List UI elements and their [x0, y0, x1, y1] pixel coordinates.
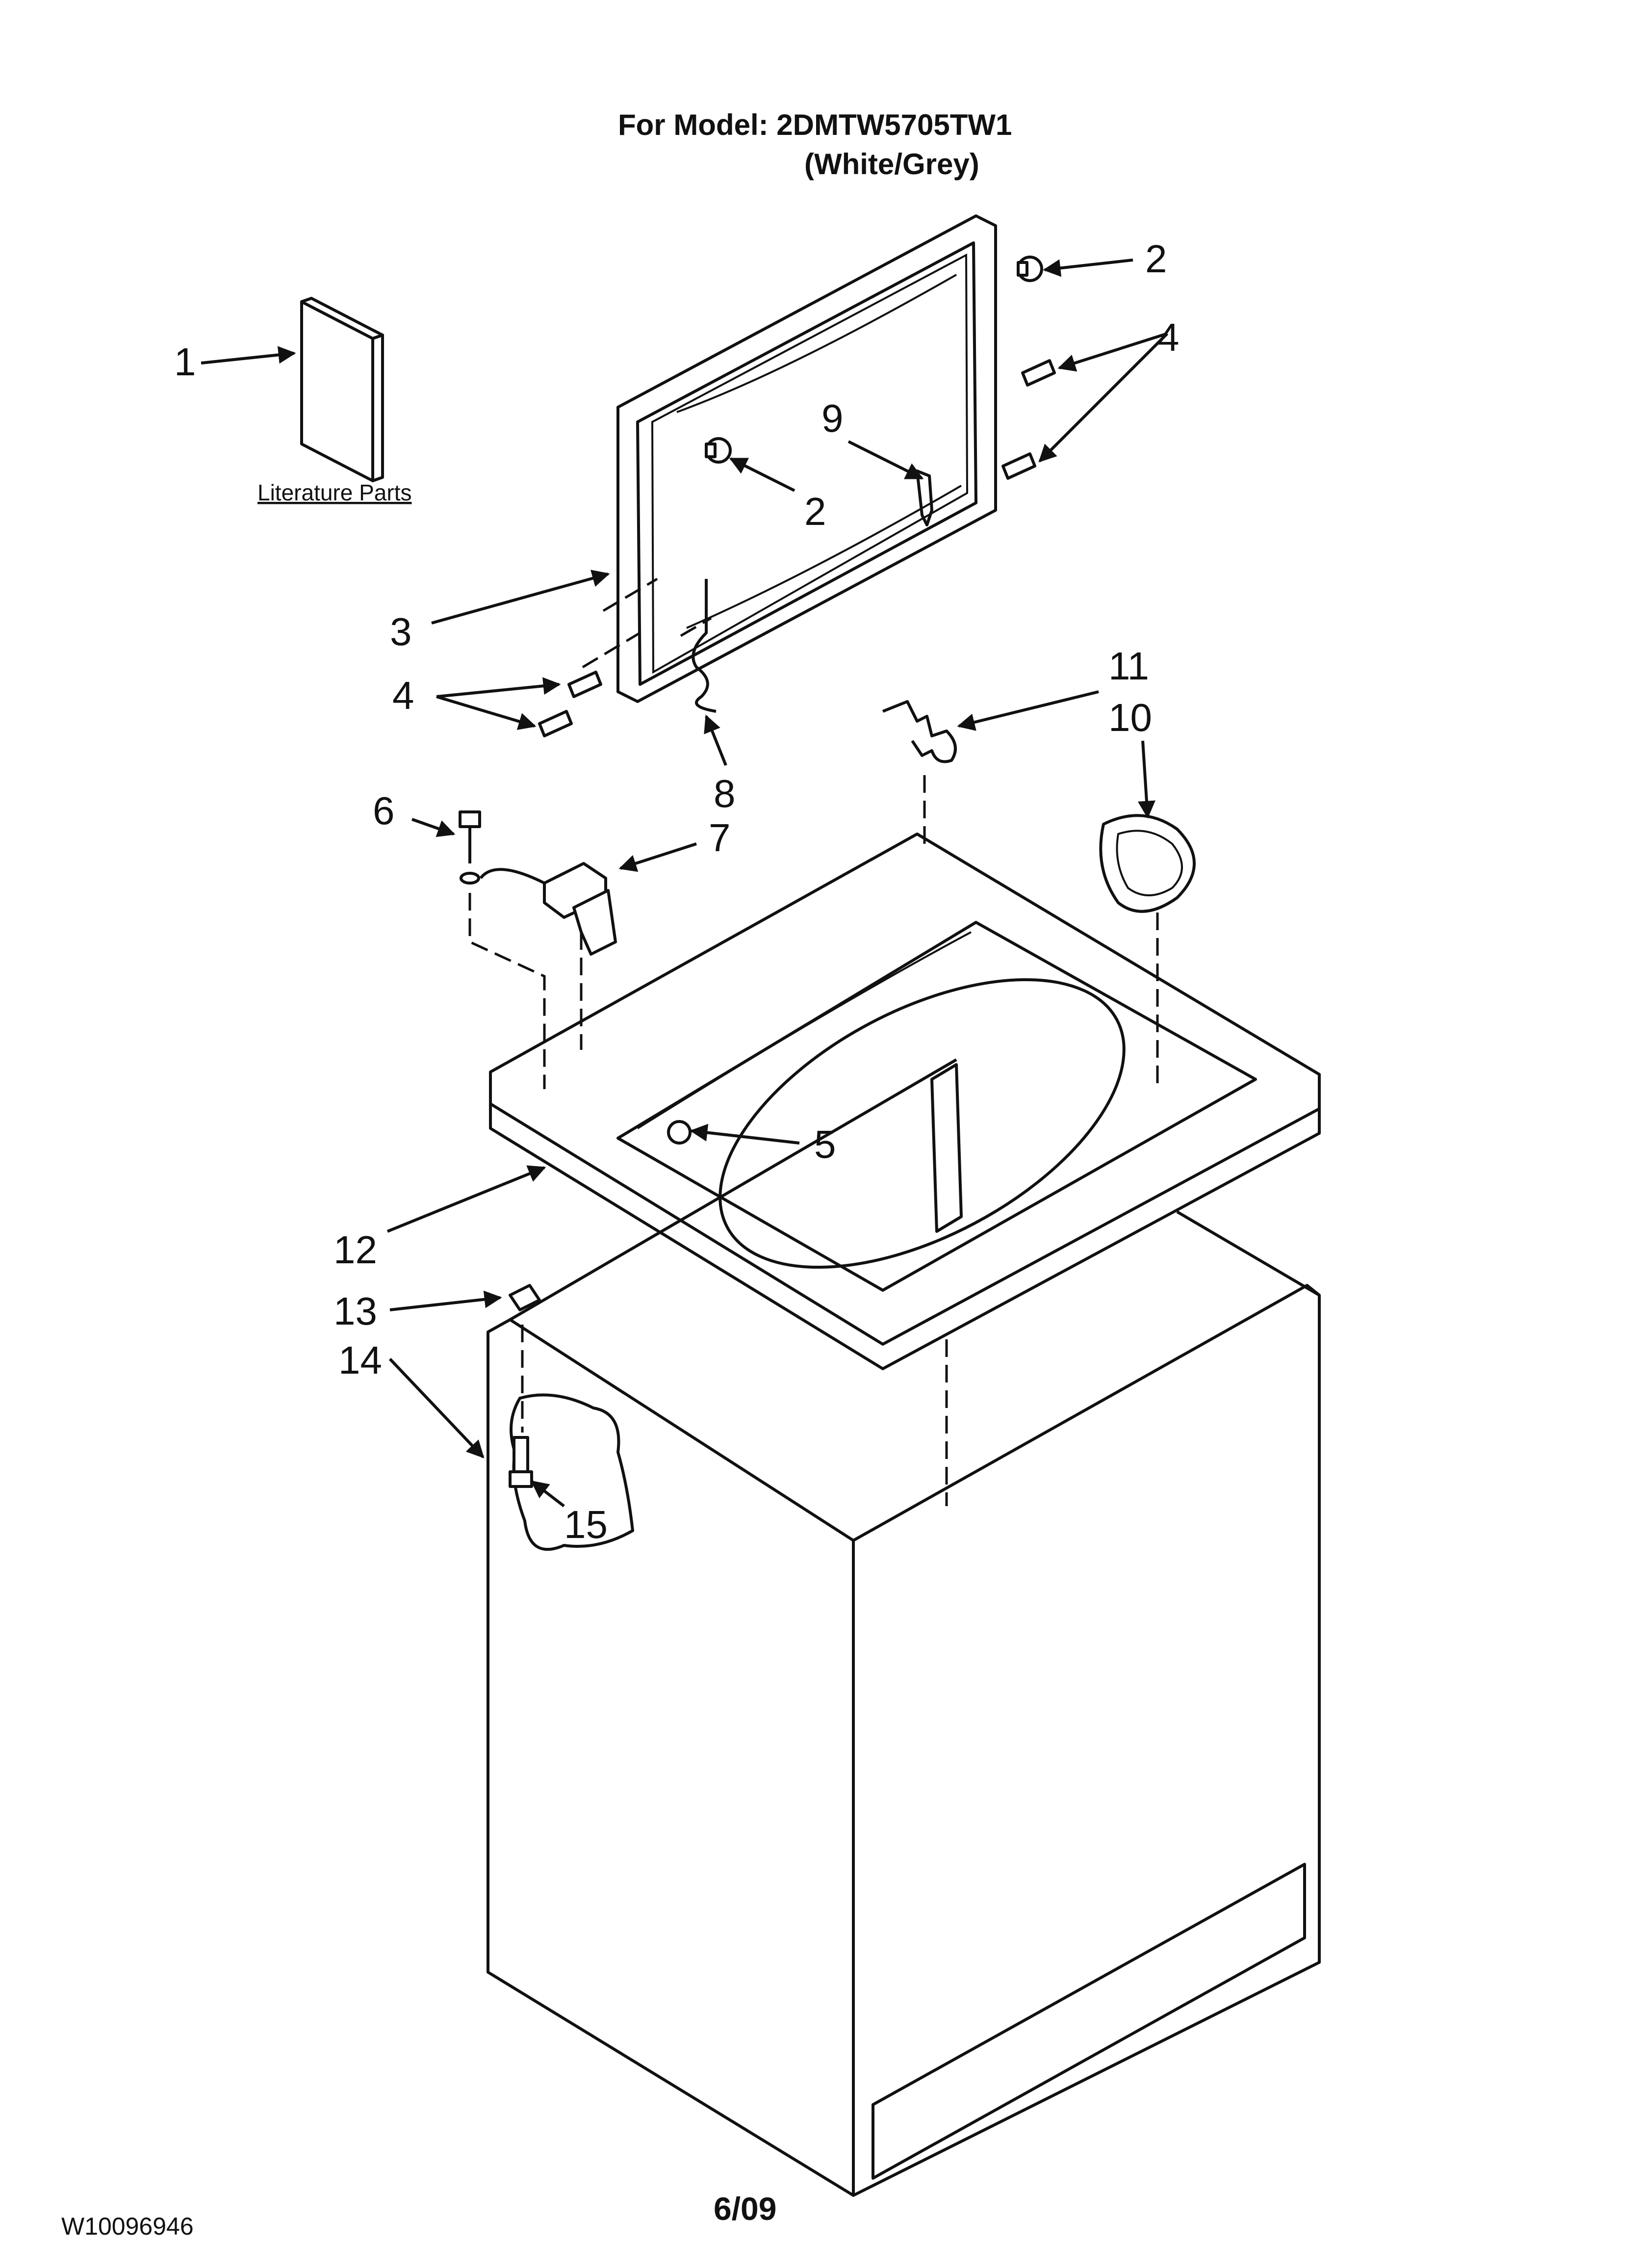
callout-1: 1 — [174, 340, 196, 384]
model-title: For Model: 2DMTW5705TW1 — [618, 108, 1012, 141]
callout-7: 7 — [709, 816, 731, 860]
callout-14: 14 — [338, 1338, 382, 1382]
callout-2-mid: 2 — [804, 490, 826, 533]
revision-date: 6/09 — [714, 2190, 776, 2227]
lid-bumper-top — [1017, 256, 1043, 282]
callout-2-top: 2 — [1145, 237, 1167, 281]
callout-15: 15 — [564, 1503, 608, 1546]
callout-4-left: 4 — [392, 674, 414, 717]
top-panel — [489, 833, 1321, 1370]
callout-13: 13 — [334, 1289, 377, 1333]
hinge-screw — [538, 359, 1056, 737]
callout-9: 9 — [821, 396, 844, 440]
lid-bumper-mid — [705, 437, 732, 464]
lid-switch — [479, 862, 617, 956]
lid-assembly — [616, 214, 997, 703]
cabinet-screw-detail — [509, 1393, 634, 1551]
callout-4-top: 4 — [1157, 315, 1180, 359]
callout-8: 8 — [714, 772, 736, 815]
model-color: (White/Grey) — [804, 148, 979, 181]
callout-12: 12 — [334, 1228, 377, 1272]
literature-parts-label: Literature Parts — [257, 480, 411, 505]
callout-3: 3 — [390, 610, 412, 653]
lid-wire — [692, 579, 717, 713]
bleach-dispenser — [1099, 814, 1196, 913]
lid-strike — [916, 469, 933, 526]
literature-booklet — [300, 297, 384, 482]
callout-5: 5 — [814, 1122, 836, 1166]
wire-clip — [882, 700, 957, 763]
cabinet-clip — [509, 1284, 541, 1311]
callout-6: 6 — [373, 789, 395, 833]
ground-screw — [459, 810, 481, 885]
callout-11: 11 — [1108, 644, 1149, 688]
callout-10: 10 — [1108, 696, 1152, 739]
part-number: W10096946 — [61, 2213, 194, 2240]
